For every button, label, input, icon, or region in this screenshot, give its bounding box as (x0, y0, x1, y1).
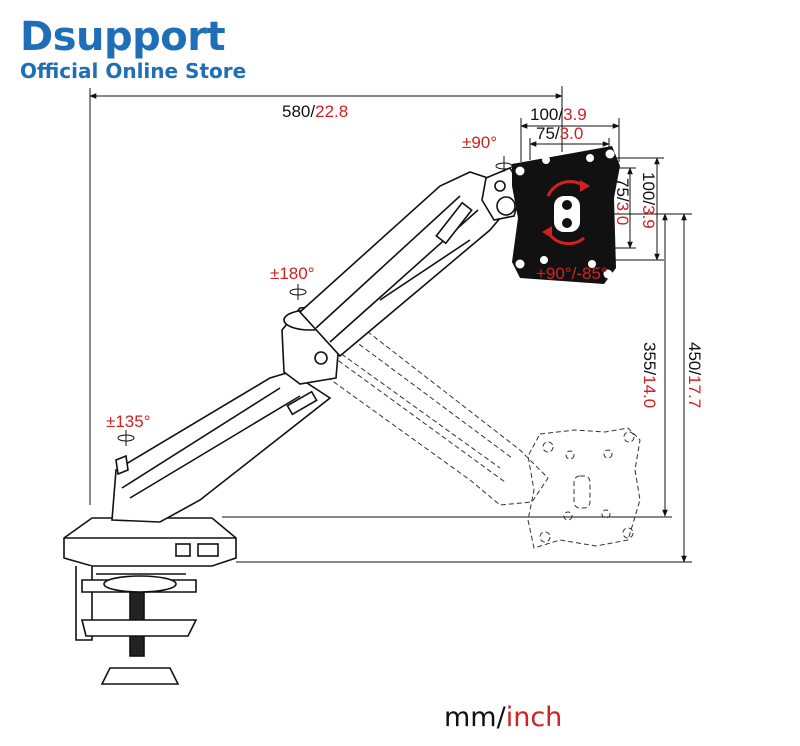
reach-dimension-label: 580/22.8 (282, 102, 348, 121)
upper-arm (298, 171, 513, 358)
lower-arm (111, 371, 332, 523)
brand-name: Dsupport (20, 14, 226, 60)
lowered-arm-outline (299, 317, 641, 549)
tilt-rotation-label: +90°/-85° (536, 264, 608, 283)
height-min-label: 355/14.0 (640, 342, 659, 408)
base-rotation-label: ±135° (106, 412, 151, 431)
vesa-small-horizontal-label: 75/3.0 (536, 124, 583, 143)
vesa-small-vertical-label: 75/3.0 (613, 178, 632, 225)
height-max-label: 450/17.7 (685, 342, 704, 408)
swivel-rotation-label: ±90° (462, 133, 497, 152)
vesa-large-horizontal-label: 100/3.9 (530, 105, 587, 124)
dimension-lines (89, 86, 692, 563)
clamp-base (63, 517, 237, 685)
units-imperial: inch (505, 702, 563, 733)
brand-logo: Dsupport Official Online Store (20, 14, 246, 84)
vesa-large-vertical-label: 100/3.9 (639, 172, 658, 229)
brand-subtitle: Official Online Store (20, 59, 247, 83)
rotation-indicators (117, 156, 513, 446)
vesa-plate (512, 146, 620, 284)
units-separator: / (496, 702, 506, 733)
units-legend: mm/inch (444, 700, 562, 736)
units-metric: mm (444, 702, 497, 733)
elbow-rotation-label: ±180° (270, 264, 315, 283)
